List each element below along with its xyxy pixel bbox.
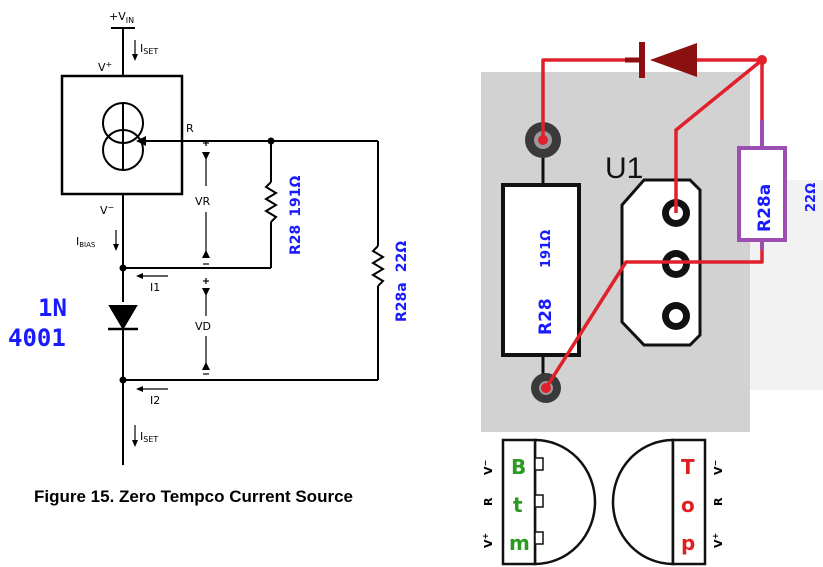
junction-i1 [119, 264, 127, 272]
top-pin-vplus: V+ [711, 533, 725, 548]
vr-label: VR [195, 195, 211, 208]
top-pin-r: R [712, 497, 725, 506]
r28a-board-value: 22Ω [804, 183, 819, 212]
btm-pin-vplus: V+ [481, 533, 495, 548]
r-pin-label: R [186, 122, 194, 135]
u1-label: U1 [605, 152, 643, 185]
iset-bottom-arrow [132, 440, 138, 447]
r28-resistor [264, 181, 278, 223]
vd-arrow-down [202, 362, 210, 370]
r28a-body [737, 146, 787, 242]
junction-r28-top [267, 137, 275, 145]
btm-pin-r: R [482, 497, 495, 506]
wire-junction [757, 55, 767, 65]
top-pin-vminus: V− [711, 460, 725, 475]
r28a-resistor [371, 245, 385, 287]
r28a-schematic-label: R28a22Ω [394, 241, 410, 322]
board-photo: U1 [481, 72, 823, 432]
vd-arrow-up [202, 288, 210, 296]
vr-arrow-up [202, 152, 210, 160]
btm-letter-t: t [513, 493, 523, 517]
iset-top-label: ISET [140, 42, 158, 56]
pinout-bottom-view [501, 438, 597, 566]
jumper-wires [541, 58, 764, 389]
schematic-arrows [113, 40, 275, 447]
btm-pin-vminus: V− [481, 460, 495, 475]
vminus-label: V− [100, 203, 114, 217]
wire-r28a-bottom [544, 248, 764, 389]
ibias-label: IBIAS [76, 235, 96, 249]
top-letter-o: o [681, 493, 695, 517]
vin-label: +VIN [109, 10, 134, 25]
r28a-board-label: R28a [755, 184, 775, 232]
wire-to-u1-pin1 [674, 58, 764, 213]
figure-caption: Figure 15. Zero Tempco Current Source [34, 487, 353, 506]
r-pin-arrow [136, 136, 146, 146]
iset-bottom-label: ISET [140, 430, 158, 444]
diode-label-line2: 4001 [8, 324, 66, 352]
btm-letter-m: m [509, 531, 530, 555]
voltage-markers [203, 140, 209, 375]
r28-board-value: 191Ω [539, 230, 554, 268]
top-letter-p: p [681, 531, 695, 555]
diode-label-line1: 1N [38, 294, 67, 322]
pinout-top-view [611, 438, 707, 566]
junction-i2 [119, 376, 127, 384]
r28-board-label: R28 [536, 298, 556, 335]
i2-arrow [136, 386, 143, 392]
ibias-arrow [113, 244, 119, 251]
btm-letter-b: B [511, 455, 526, 479]
r28-body [501, 183, 581, 357]
i1-label: I1 [150, 281, 160, 294]
top-letter-t: T [681, 455, 695, 479]
iset-top-arrow [132, 54, 138, 61]
r28-schematic-label: R28191Ω [288, 176, 304, 255]
wire-diode-anode [541, 58, 625, 140]
schematic [60, 27, 385, 465]
vplus-label: V+ [98, 60, 112, 74]
vd-label: VD [195, 320, 211, 333]
i1-arrow [136, 273, 143, 279]
diode-body [108, 305, 138, 330]
i2-label: I2 [150, 394, 160, 407]
board-diode [625, 42, 697, 78]
vr-arrow-down [202, 250, 210, 258]
